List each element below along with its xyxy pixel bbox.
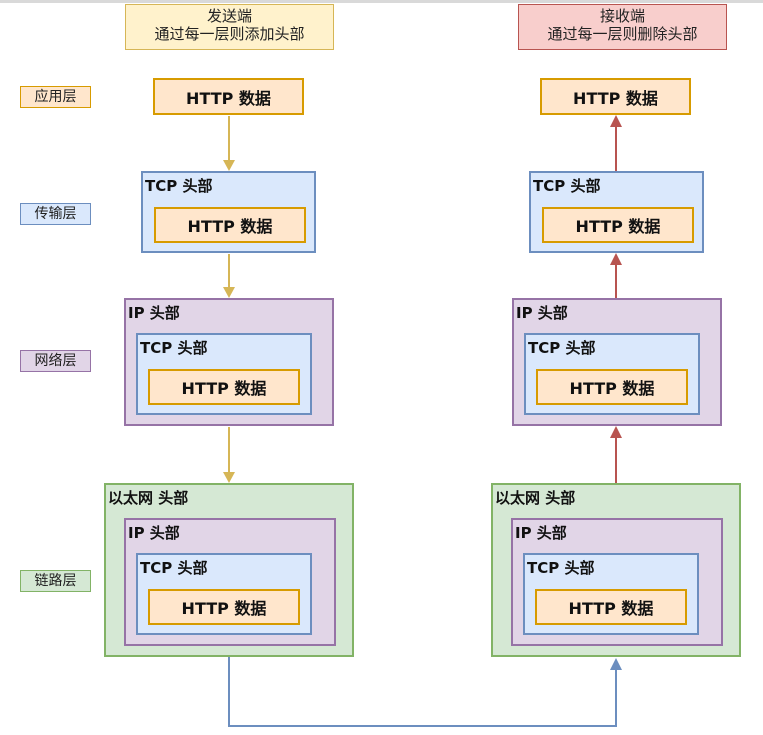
http-data-box: HTTP 数据 — [536, 369, 688, 405]
layer-label-network: 网络层 — [20, 350, 91, 372]
receiver-arrows — [610, 115, 622, 483]
layer-label-application: 应用层 — [20, 86, 91, 108]
tcp-header-label: TCP 头部 — [140, 339, 208, 357]
receiver-app-http-box: HTTP 数据 — [540, 78, 691, 115]
http-data-box: HTTP 数据 — [148, 369, 300, 405]
receiver-network-ip-box: IP 头部 TCP 头部 HTTP 数据 — [512, 298, 722, 426]
sender-note: 发送端 通过每一层则添加头部 — [125, 4, 334, 50]
layer-label-transport: 传输层 — [20, 203, 91, 225]
ip-box: IP 头部 TCP 头部 HTTP 数据 — [511, 518, 723, 646]
tcp-header-label: TCP 头部 — [533, 177, 601, 195]
receiver-transport-tcp-box: TCP 头部 HTTP 数据 — [529, 171, 704, 253]
http-data-box: HTTP 数据 — [154, 207, 306, 243]
sender-transport-tcp-box: TCP 头部 HTTP 数据 — [141, 171, 316, 253]
receiver-subtitle: 通过每一层则删除头部 — [547, 25, 698, 43]
eth-header-label: 以太网 头部 — [495, 489, 576, 507]
arrowhead-down-icon — [223, 472, 235, 483]
arrowhead-up-icon — [610, 658, 622, 670]
receiver-title: 接收端 — [599, 7, 645, 25]
ip-box: IP 头部 TCP 头部 HTTP 数据 — [124, 518, 336, 646]
arrowhead-up-icon — [610, 426, 622, 438]
http-data-box: HTTP 数据 — [148, 589, 300, 625]
http-data-label: HTTP 数据 — [569, 379, 655, 398]
physical-link-arrow — [228, 657, 622, 727]
http-data-box: HTTP 数据 — [542, 207, 694, 243]
sender-title: 发送端 — [206, 7, 252, 25]
layer-label-link: 链路层 — [20, 570, 91, 592]
sender-subtitle: 通过每一层则添加头部 — [154, 25, 305, 43]
receiver-note: 接收端 通过每一层则删除头部 — [518, 4, 727, 50]
ip-header-label: IP 头部 — [128, 524, 180, 542]
tcp-header-label: TCP 头部 — [528, 339, 596, 357]
ip-header-label: IP 头部 — [515, 524, 567, 542]
http-data-label: HTTP 数据 — [573, 88, 658, 108]
tcp-header-label: TCP 头部 — [145, 177, 213, 195]
top-border — [0, 0, 763, 3]
eth-header-label: 以太网 头部 — [108, 489, 189, 507]
ip-header-label: IP 头部 — [516, 304, 568, 322]
http-data-box: HTTP 数据 — [535, 589, 687, 625]
tcp-box: TCP 头部 HTTP 数据 — [136, 553, 312, 635]
sender-app-http-box: HTTP 数据 — [153, 78, 304, 115]
sender-arrows — [223, 116, 235, 483]
tcp-box: TCP 头部 HTTP 数据 — [136, 333, 312, 415]
ip-header-label: IP 头部 — [128, 304, 180, 322]
sender-link-eth-box: 以太网 头部 IP 头部 TCP 头部 HTTP 数据 — [104, 483, 354, 657]
http-data-label: HTTP 数据 — [187, 217, 273, 236]
arrowhead-up-icon — [610, 115, 622, 127]
http-data-label: HTTP 数据 — [575, 217, 661, 236]
http-data-label: HTTP 数据 — [568, 599, 654, 618]
http-data-label: HTTP 数据 — [181, 379, 267, 398]
tcp-box: TCP 头部 HTTP 数据 — [524, 333, 700, 415]
arrowhead-up-icon — [610, 253, 622, 265]
tcp-header-label: TCP 头部 — [140, 559, 208, 577]
arrowhead-down-icon — [223, 287, 235, 298]
tcp-header-label: TCP 头部 — [527, 559, 595, 577]
sender-network-ip-box: IP 头部 TCP 头部 HTTP 数据 — [124, 298, 334, 426]
http-data-label: HTTP 数据 — [186, 88, 271, 108]
http-data-label: HTTP 数据 — [181, 599, 267, 618]
physical-link-line — [228, 657, 617, 727]
tcp-box: TCP 头部 HTTP 数据 — [523, 553, 699, 635]
arrowhead-down-icon — [223, 160, 235, 171]
receiver-link-eth-box: 以太网 头部 IP 头部 TCP 头部 HTTP 数据 — [491, 483, 741, 657]
